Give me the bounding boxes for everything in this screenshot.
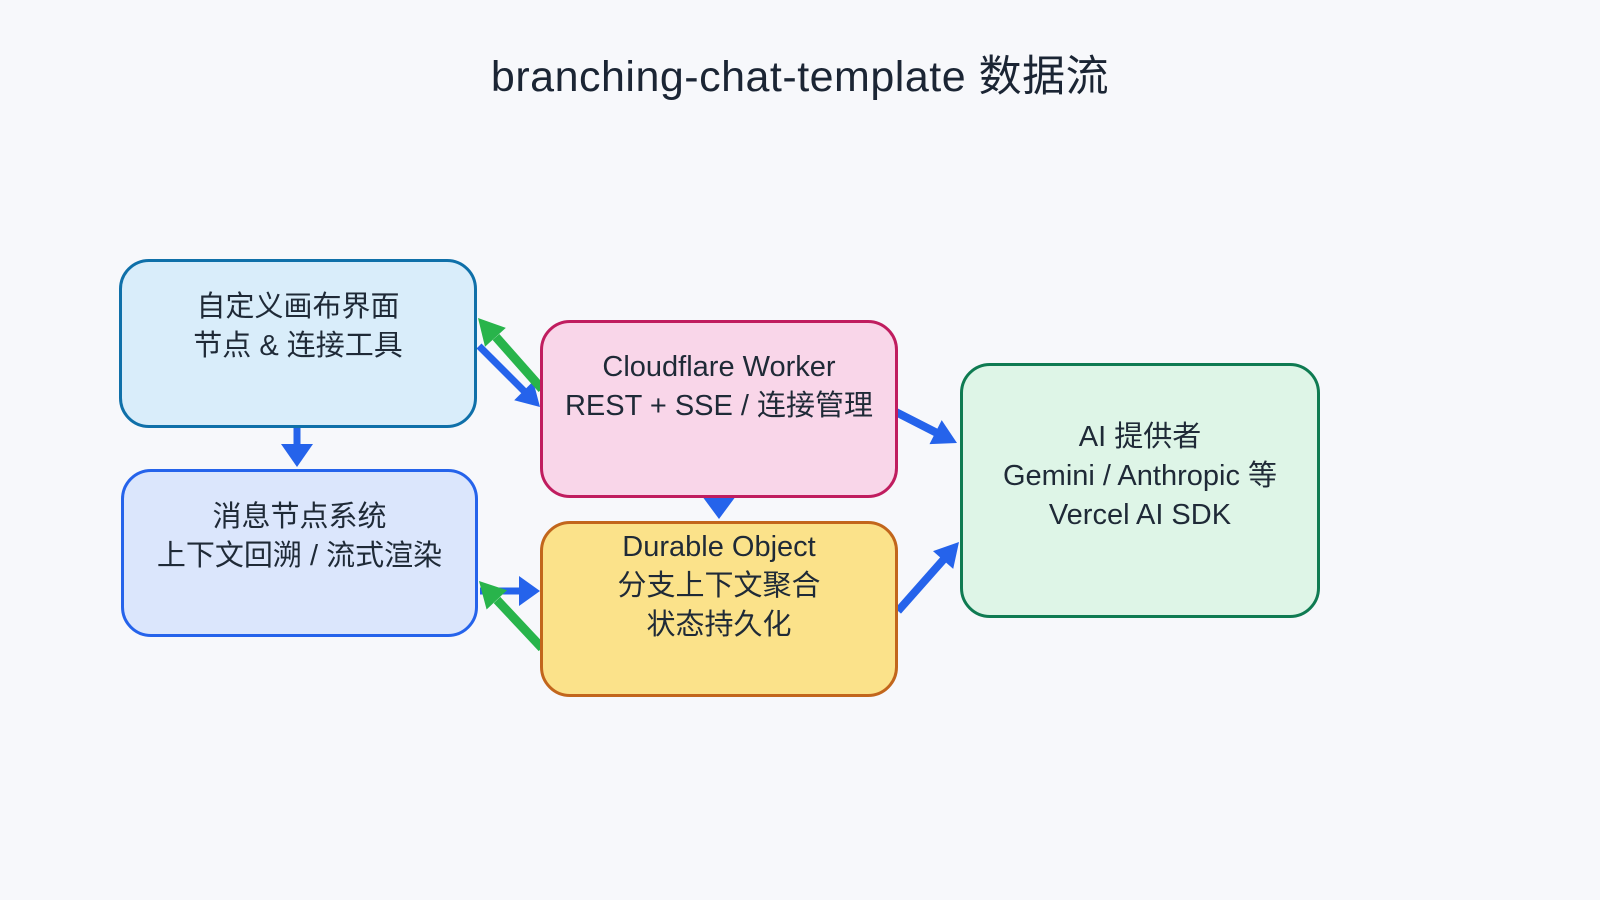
node-ai-provider-line-3: Vercel AI SDK — [1048, 499, 1232, 531]
edge-durable-to-message-arrowhead — [479, 581, 507, 610]
node-message-system-line-1: 消息节点系统 — [212, 501, 387, 533]
node-ai-provider-line-1: AI 提供者 — [1078, 421, 1202, 453]
node-durable-object-line-3: 状态持久化 — [646, 608, 792, 641]
edge-durable-to-ai — [895, 542, 959, 614]
edge-canvas-to-message-arrowhead — [281, 444, 313, 467]
edge-canvas-to-worker-line — [476, 343, 527, 394]
edge-worker-to-ai-arrowhead — [929, 420, 957, 445]
node-message-system: 消息节点系统 上下文回溯 / 流式渲染 — [121, 469, 478, 637]
edge-durable-to-message — [479, 581, 546, 652]
edge-durable-to-ai-line — [895, 556, 947, 614]
edge-canvas-to-worker-arrowhead — [514, 381, 540, 407]
diagram-title: branching-chat-template 数据流 — [490, 53, 1110, 101]
node-cloudflare-worker-line-1: Cloudflare Worker — [602, 351, 836, 383]
node-ai-provider-line-2: Gemini / Anthropic 等 — [1003, 460, 1277, 492]
node-cloudflare-worker: Cloudflare Worker REST + SSE / 连接管理 — [540, 320, 898, 498]
edge-worker-to-canvas — [478, 318, 546, 392]
node-ai-provider: AI 提供者 Gemini / Anthropic 等 Vercel AI SD… — [960, 363, 1320, 618]
node-message-system-line-2: 上下文回溯 / 流式渲染 — [156, 540, 443, 572]
node-cloudflare-worker-line-2: REST + SSE / 连接管理 — [564, 390, 874, 422]
edge-worker-to-canvas-arrowhead — [478, 318, 506, 347]
edge-worker-to-durable-arrowhead — [702, 496, 736, 519]
node-canvas-ui-line-2: 节点 & 连接工具 — [193, 329, 403, 362]
node-durable-object-line-2: 分支上下文聚合 — [617, 569, 821, 602]
edge-canvas-to-worker — [476, 343, 540, 407]
node-durable-object-line-1: Durable Object — [622, 530, 816, 563]
node-durable-object: Durable Object 分支上下文聚合 状态持久化 — [540, 521, 898, 697]
edge-durable-to-message-line — [493, 596, 546, 652]
edge-canvas-to-message — [281, 428, 313, 467]
edge-durable-to-ai-arrowhead — [933, 542, 959, 569]
node-canvas-ui: 自定义画布界面 节点 & 连接工具 — [119, 259, 477, 428]
edge-message-to-durable — [480, 576, 540, 606]
node-canvas-ui-line-1: 自定义画布界面 — [196, 290, 400, 323]
edge-worker-to-canvas-line — [492, 334, 546, 392]
edge-message-to-durable-arrowhead — [519, 576, 540, 606]
